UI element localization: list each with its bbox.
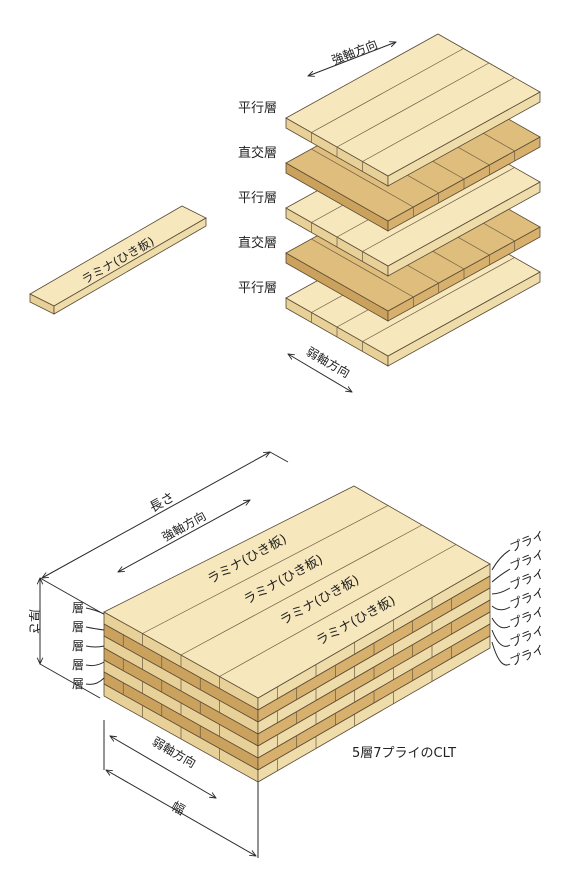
lamina-board: ラミナ(ひき板) bbox=[29, 205, 207, 315]
upper-layer-label-4: 直交層 bbox=[238, 235, 277, 251]
width-label: 幅 bbox=[168, 799, 187, 818]
ply-band-4 bbox=[103, 599, 491, 747]
layer-label-3: 層 bbox=[72, 639, 84, 653]
ply-band-7 bbox=[103, 635, 491, 783]
weak-axis-arrow bbox=[288, 354, 352, 392]
layer-label-1: 層 bbox=[72, 601, 84, 615]
upper-layer-label-3: 平行層 bbox=[238, 191, 277, 206]
clt-caption: 5層7プライのCLT bbox=[352, 746, 456, 761]
upper-layer-label-5: 平行層 bbox=[238, 281, 277, 296]
layer-panel-1 bbox=[285, 33, 541, 187]
lower-strong-axis-arrow bbox=[118, 500, 250, 572]
thickness-label: 厚さ bbox=[26, 609, 41, 635]
width-arrow bbox=[106, 770, 256, 856]
strong-axis-arrow bbox=[308, 42, 396, 76]
layer-label-5: 層 bbox=[72, 677, 84, 691]
weak-axis-label: 弱軸方向 bbox=[304, 344, 353, 381]
assembled-clt bbox=[103, 485, 491, 783]
strong-axis-label: 強軸方向 bbox=[329, 36, 379, 67]
lower-strong-axis-label: 強軸方向 bbox=[159, 508, 208, 544]
thickness-ext-bottom bbox=[39, 663, 101, 699]
layer-label-2: 層 bbox=[72, 620, 84, 634]
thickness-ext-top bbox=[39, 577, 101, 613]
layer-label-4: 層 bbox=[72, 658, 84, 672]
length-extension bbox=[269, 451, 289, 463]
upper-layer-label-2: 直交層 bbox=[238, 145, 277, 161]
exploded-layers bbox=[285, 33, 541, 367]
upper-layer-label-1: 平行層 bbox=[238, 101, 277, 116]
